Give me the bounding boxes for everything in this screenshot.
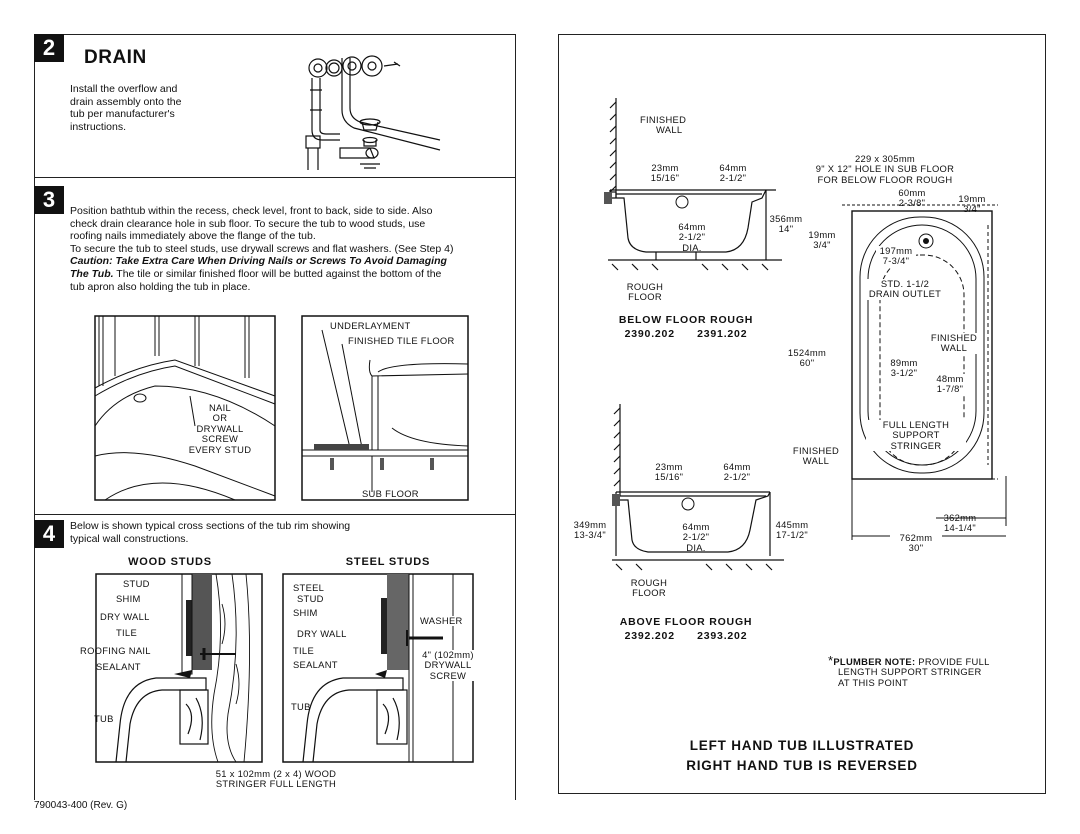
wood-stud-label: STUD <box>123 578 150 589</box>
support-stringer-label: FULL LENGTH SUPPORT STRINGER <box>866 419 966 452</box>
steel-tile-label: TILE <box>293 645 314 656</box>
left-hand-tub-footer: LEFT HAND TUB ILLUSTRATED <box>689 738 915 753</box>
tub-corner-illustration <box>94 315 276 501</box>
dim-23b-label: 23mm 15/16" <box>654 461 684 483</box>
dim-19-right-label: 19mm 3/4" <box>958 193 986 215</box>
dim-19-left-label: 19mm 3/4" <box>808 229 836 251</box>
above-floor-rough-elevation <box>612 404 784 571</box>
above-floor-rough-models: 2392.202 2393.202 <box>624 630 748 642</box>
step2-number: 2 <box>34 34 64 62</box>
rough-floor-bot-label: ROUGH FLOOR <box>630 577 668 599</box>
step4-panel <box>34 514 516 800</box>
wood-roofing-nail-label: ROOFING NAIL <box>80 645 151 656</box>
steel-tub-label: TUB <box>291 701 311 712</box>
underlayment-label: UNDERLAYMENT <box>330 320 411 331</box>
steel-studs-title: STEEL STUDS <box>345 556 431 568</box>
finished-tile-floor-label: FINISHED TILE FLOOR <box>348 335 455 346</box>
finished-wall-plan-label: FINISHED WALL <box>928 332 980 354</box>
floor-detail-illustration <box>301 315 469 501</box>
steel-steel-label: STEEL <box>293 582 325 593</box>
below-floor-rough-title: BELOW FLOOR ROUGH <box>618 314 754 326</box>
rough-floor-top-label: ROUGH FLOOR <box>626 281 664 303</box>
wood-sealant-label: SEALANT <box>96 661 141 672</box>
step3-number: 3 <box>34 186 64 214</box>
step4-text: Below is shown typical cross sections of… <box>70 520 351 545</box>
dim-762-label: 762mm 30" <box>899 532 933 554</box>
stringer-label: 51 x 102mm (2 x 4) WOOD STRINGER FULL LE… <box>215 768 337 790</box>
wood-studs-title: WOOD STUDS <box>128 556 212 568</box>
right-panel <box>558 34 1046 794</box>
dim-89-label: 89mm 3-1/2" <box>884 357 924 379</box>
nail-or-screw-label: NAIL OR DRYWALL SCREW EVERY STUD <box>188 402 252 455</box>
dim-349-label: 349mm 13-3/4" <box>573 519 607 541</box>
dim-60-label: 60mm 2-3/8" <box>898 187 926 209</box>
step4-number: 4 <box>34 520 64 548</box>
drywall-screw-label: 4" (102mm) DRYWALL SCREW <box>418 649 478 682</box>
dim-64b-label: 64mm 2-1/2" <box>723 461 751 483</box>
dim-356-label: 356mm 14" <box>769 213 803 235</box>
plan-width-dimension <box>851 476 1007 540</box>
wood-tile-label: TILE <box>116 627 137 638</box>
steel-stud-section <box>282 573 474 763</box>
washer-label: WASHER <box>420 615 463 627</box>
below-floor-rough-models: 2390.202 2391.202 <box>624 328 748 340</box>
wood-drywall-label: DRY WALL <box>100 611 150 622</box>
finished-wall-top-label: FINISHED WALL <box>640 114 687 136</box>
wood-shim-label: SHIM <box>116 593 141 604</box>
below-floor-rough-elevation <box>604 98 782 271</box>
dim-64-label: 64mm 2-1/2" <box>719 162 747 184</box>
drain-assembly-illustration <box>305 55 441 170</box>
dim-23-label: 23mm 15/16" <box>650 162 680 184</box>
right-hand-tub-footer: RIGHT HAND TUB IS REVERSED <box>686 758 918 773</box>
step3-text: Position bathtub within the recess, chec… <box>70 205 454 293</box>
above-floor-rough-title: ABOVE FLOOR ROUGH <box>619 616 753 628</box>
steel-sealant-label: SEALANT <box>293 659 338 670</box>
steel-drywall-label: DRY WALL <box>297 628 347 639</box>
dim-64dia-top-label: 64mm 2-1/2" DIA. <box>678 221 706 253</box>
plumber-note: *PLUMBER NOTE: PROVIDE FULL LENGTH SUPPO… <box>828 653 990 688</box>
steel-shim-label: SHIM <box>293 607 318 618</box>
doc-number: 790043-400 (Rev. G) <box>34 800 128 811</box>
finished-wall-mid-label: FINISHED WALL <box>792 445 840 467</box>
drain-outlet-label: STD. 1-1/2 DRAIN OUTLET <box>866 278 944 300</box>
dim-48-label: 48mm 1-7/8" <box>930 373 970 395</box>
steel-stud-label: STUD <box>297 593 324 604</box>
dim-445-label: 445mm 17-1/2" <box>775 519 809 541</box>
hole-label: 229 x 305mm 9" X 12" HOLE IN SUB FLOOR F… <box>815 153 955 185</box>
dim-1524-label: 1524mm 60" <box>787 347 827 369</box>
wood-stud-section <box>95 573 263 763</box>
step2-title: DRAIN <box>84 47 147 68</box>
wood-tub-label: TUB <box>94 713 114 724</box>
step2-text: Install the overflow and drain assembly … <box>70 83 182 133</box>
dim-64dia-bot-label: 64mm 2-1/2" DIA. <box>682 521 710 553</box>
dim-197-label: 197mm 7-3/4" <box>876 245 916 267</box>
sub-floor-label: SUB FLOOR <box>362 488 419 499</box>
